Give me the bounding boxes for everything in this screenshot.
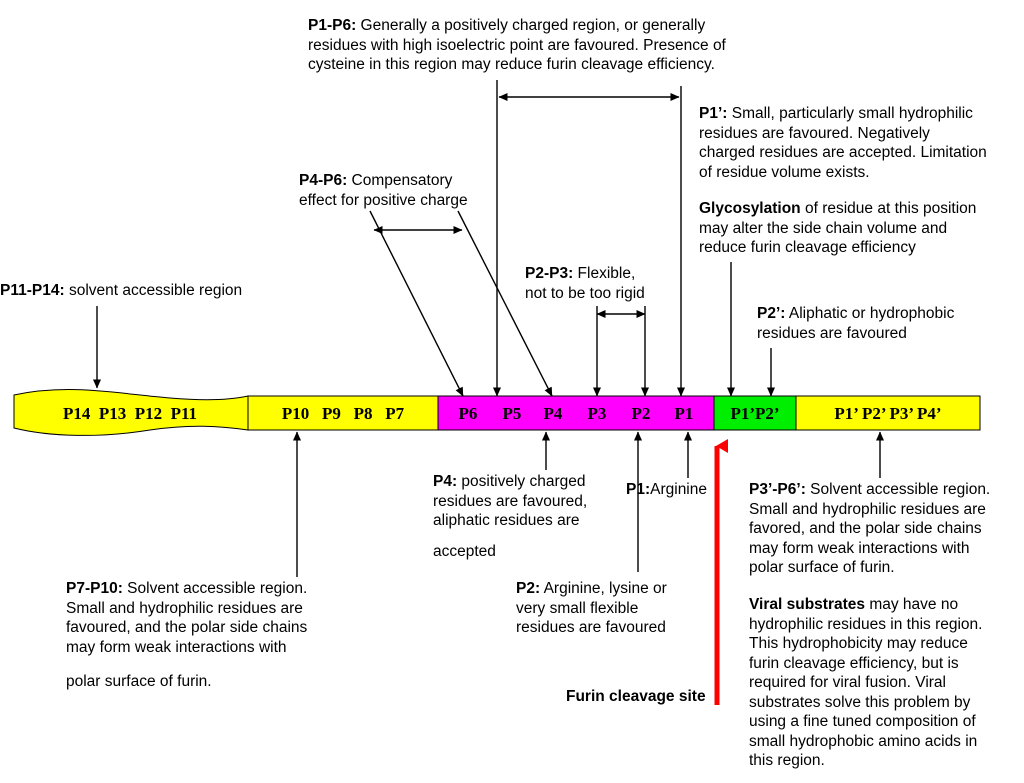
annotation-viral-substrates: Viral substrates may have no hydrophilic… [749,595,982,771]
p4p6-arrow-p6 [369,210,464,397]
annotation-p4-p6-line1: Compensatory [347,172,453,189]
segment-p6-p1 [437,395,715,431]
annotation-p7-p10-label: P7-P10: [66,580,123,597]
annotation-p4-line4: accepted [433,543,496,560]
annotation-p2-line2: very small flexible [516,599,639,617]
annotation-p1-prime: P1’: Small, particularly small hydrophil… [699,104,987,182]
residue-p4: P4 [544,404,563,423]
annotation-p1-prime-line1: Small, particularly small hydrophilic [727,105,973,122]
annotation-p4-line2: residues are favoured, [433,492,588,510]
annotation-p2-p3-line2: not to be too rigid [525,284,645,302]
annotation-p3-p6-prime: P3’-P6’: Solvent accessible region. Smal… [749,480,990,578]
annotation-p2-prime-line2: residues are favoured [757,324,907,342]
annotation-p2-line3: residues are favoured [516,619,666,636]
annotation-p1-label: P1: [626,481,651,498]
annotation-viral-label: Viral substrates [749,596,866,613]
annotation-p4-p6-label: P4-P6: [299,172,348,189]
segment-p1p-p2p [713,395,797,431]
annotation-p11-p14: P11-P14: solvent accessible region [0,281,242,301]
sequence-bar: P14 P13 P12 P11 P10 P9 P8 P7 P6 P5 P4 P3… [13,389,981,436]
annotation-p4-line4-wrap: accepted [433,542,496,562]
annotation-p7-p10-line5-wrap: polar surface of furin. [66,672,212,692]
annotation-p7-p10-line5: polar surface of furin. [66,673,212,690]
annotation-p4-p6-line2: effect for positive charge [299,191,468,209]
annotation-p1-prime-line4: of residue volume exists. [699,163,870,181]
annotation-p1-p6-line2: residues with high isoelectric point are… [308,36,726,54]
annotation-p4-line3: aliphatic residues are [433,512,580,529]
annotation-p7-p10-line2: Small and hydrophilic residues are [66,599,303,617]
annotation-p2-p3-line1: Flexible, [573,265,636,282]
annotation-p7-p10-line3: favoured, and the polar side chains [66,619,308,636]
segment-p1p-p2p-label: P1’P2’ [730,404,779,423]
annotation-viral-line1: may have no [865,596,959,613]
annotation-p3-p6-prime-line5: polar surface of furin. [749,559,895,576]
annotation-p11-p14-label: P11-P14: [0,282,65,299]
annotation-p2-label: P2: [516,580,541,597]
segment-p10-p7-label: P10 P9 P8 P7 [282,404,405,423]
annotation-cleavage-site: Furin cleavage site [566,687,706,707]
residue-p1: P1 [675,404,694,423]
residue-p6: P6 [459,404,478,423]
annotation-p1-p6-line1: Generally a positively charged region, o… [356,17,706,34]
annotation-p2-prime: P2’: Aliphatic or hydrophobic residues a… [757,304,954,343]
annotation-p7-p10-line4: may form weak interactions with [66,638,287,656]
segment-p10-p7 [247,395,439,431]
annotation-p1-prime-line3: charged residues are accepted. Limitatio… [699,144,987,161]
annotation-p2-prime-line1: Aliphatic or hydrophobic [785,305,955,322]
annotation-p1-prime-label: P1’: [699,105,728,122]
annotation-viral-line5: required for viral fusion. Viral [749,674,946,691]
annotation-p4-p6: P4-P6: Compensatory effect for positive … [299,171,468,210]
annotation-p1-p6-label: P1-P6: [308,17,357,34]
annotation-viral-line8: small hydrophobic amino acids in [749,732,978,750]
annotation-p7-p10-line1: Solvent accessible region. [122,580,308,597]
arrows [93,80,884,577]
annotation-p1-p6-line3: cysteine in this region may reduce furin… [308,56,715,73]
annotation-glycosylation-line2: may alter the side chain volume and [699,219,948,237]
annotation-glycosylation-line1: of residue at this position [800,200,977,217]
annotation-glycosylation: Glycosylation of residue at this positio… [699,199,976,258]
annotation-p1-p6: P1-P6: Generally a positively charged re… [308,16,726,75]
annotation-glycosylation-label: Glycosylation [699,200,801,217]
annotation-p1-text: Arginine [650,481,707,498]
annotation-p3-p6-prime-line3: favored, and the polar side chains [749,520,982,537]
annotation-p2-prime-label: P2’: [757,305,786,322]
segment-p1p-p4p [795,395,981,431]
annotation-p3-p6-prime-line4: may form weak interactions with [749,539,970,557]
annotation-p11-p14-line1: solvent accessible region [64,282,243,299]
annotation-p3-p6-prime-label: P3’-P6’: [749,481,806,498]
annotation-p7-p10: P7-P10: Solvent accessible region. Small… [66,579,307,657]
annotation-viral-line4: furin cleavage efficiency, but is [749,654,959,672]
annotation-p4-label: P4: [433,473,458,490]
annotation-p3-p6-prime-line1: Solvent accessible region. [805,481,991,498]
annotation-p4-line1: positively charged [457,473,586,490]
cleavage-site-label: Furin cleavage site [566,688,706,705]
annotation-p2-line1: Arginine, lysine or [540,580,667,597]
annotation-p4: P4: positively charged residues are favo… [433,472,587,531]
annotation-viral-line7: using a fine tuned composition of [749,713,976,730]
annotation-glycosylation-line3: reduce furin cleavage efficiency [699,239,916,256]
residue-p2: P2 [632,404,651,423]
annotation-viral-line9: this region. [749,752,825,769]
annotation-p3-p6-prime-line2: Small and hydrophilic residues are [749,500,986,518]
p4p6-arrow-p4 [457,210,553,397]
annotation-viral-line2: hydrophilic residues in this region. [749,615,983,633]
annotation-viral-line6: substrates solve this problem by [749,693,971,711]
annotation-p1: P1:Arginine [626,480,707,500]
residue-p3: P3 [588,404,607,423]
residue-p5: P5 [503,404,522,423]
annotation-p1-prime-line2: residues are favoured. Negatively [699,124,930,142]
annotation-p2-p3: P2-P3: Flexible, not to be too rigid [525,264,645,303]
annotation-p2: P2: Arginine, lysine or very small flexi… [516,579,667,638]
segment-p14-p11-label: P14 P13 P12 P11 [63,404,197,423]
annotation-viral-line3: This hydrophobicity may reduce [749,635,968,652]
annotation-p2-p3-label: P2-P3: [525,265,574,282]
segment-p1p-p4p-label: P1’ P2’ P3’ P4’ [834,404,941,423]
